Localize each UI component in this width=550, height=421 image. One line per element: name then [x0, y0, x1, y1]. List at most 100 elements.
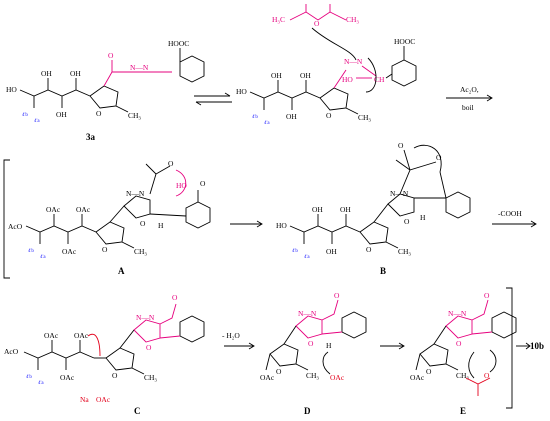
atom-oac: OAc [44, 331, 59, 340]
atom-o: O [484, 371, 490, 380]
intermediate-A: AcO OAc OAc OAc 4'b 4'a O CH₃ N—N O H O … [8, 159, 211, 276]
atom-na: Na [80, 395, 89, 404]
atom-ho: HO [236, 87, 247, 96]
intermediate-D: O CH₃ OAc N—N O H O OAc D [260, 291, 367, 416]
compound-3a: HO OH OH OH 4'b 4'a O CH₃ O N—N HOOC 3a [6, 39, 205, 142]
atom-o: O [456, 339, 462, 348]
atom-o-minus: O [398, 141, 404, 150]
atom-ho: HO [6, 85, 17, 94]
hydrazone-chain: N—N [126, 189, 145, 198]
atom-h: H [326, 341, 332, 350]
atom-oh: OH [300, 71, 311, 80]
atom-aco: AcO [8, 222, 23, 231]
stereo-label-4b: 4'b [292, 249, 298, 254]
methyl-label: CH₃ [134, 247, 147, 256]
stereo-label-4a: 4'a [264, 121, 270, 126]
atom-o: O [436, 153, 442, 162]
atom-o: O [314, 19, 320, 28]
atom-o: O [404, 217, 410, 226]
reagent-boil: boil [462, 103, 474, 112]
atom-hooc: HOOC [168, 39, 189, 48]
stereo-label-4b: 4'b [26, 375, 32, 380]
hydrazone-chain: N—N [448, 309, 467, 318]
reagent-water-loss: - H₂O [222, 331, 240, 340]
atom-ho: HO [176, 181, 187, 190]
atom-o: O [96, 109, 102, 118]
arrow-d-to-e [380, 342, 405, 350]
methyl-label: CH₃ [358, 113, 371, 122]
intermediate-C: AcO OAc OAc OAc 4'b 4'a O CH₃ N—N O O Na… [4, 293, 205, 416]
stereo-label-4b: 4'b [22, 113, 28, 118]
atom-ho: HO [276, 221, 287, 230]
label-B: B [380, 266, 386, 276]
atom-oh: OH [340, 205, 351, 214]
intermediate-E: O CH₃ OAc N—N O O O E [410, 291, 517, 416]
atom-hooc: HOOC [394, 37, 415, 46]
atom-oh: OH [312, 205, 323, 214]
atom-h: H [158, 221, 164, 230]
label-A: A [118, 266, 125, 276]
atom-o: O [146, 343, 152, 352]
stereo-label-4a: 4'a [40, 255, 46, 260]
atom-o: O [168, 159, 174, 168]
atom-o: O [366, 245, 372, 254]
hydrazone-chain: N—N [390, 189, 409, 198]
atom-oh: OH [326, 247, 337, 256]
bracket-right [506, 287, 513, 409]
atom-o: O [200, 179, 206, 188]
atom-h3c: H₃C [272, 15, 285, 24]
reagent-ac2o: Ac₂O, [460, 85, 479, 94]
atom-ch3: CH₃ [346, 15, 359, 24]
stereo-label-4b: 4'b [28, 249, 34, 254]
atom-oh: OH [286, 112, 297, 121]
reagent-cooh-loss: -COOH [498, 209, 522, 218]
atom-o: O [140, 219, 146, 228]
atom-oac: OAc [62, 247, 77, 256]
atom-oac: OAc [410, 373, 425, 382]
methyl-label: CH₃ [144, 373, 157, 382]
hydrazone-chain: N—N [298, 309, 317, 318]
atom-oac: OAc [330, 373, 345, 382]
arrow-a-to-b [230, 220, 263, 228]
label-10b: 10b [530, 341, 544, 351]
arrow-cooh: -COOH [492, 209, 537, 228]
hydrazone-chain: N—N [130, 63, 149, 72]
atom-oh: OH [271, 71, 282, 80]
arrow-c-to-d: - H₂O [222, 331, 255, 350]
atom-oac: OAc [260, 373, 275, 382]
methyl-label: CH₃ [306, 371, 319, 380]
hydrazone-chain: N—N [136, 313, 155, 322]
atom-ho-link: HO [342, 75, 353, 84]
methyl-label: CH₃ [456, 371, 469, 380]
atom-oac: OAc [46, 205, 61, 214]
atom-o: O [484, 291, 490, 300]
label-D: D [304, 406, 311, 416]
equilibrium-arrows [194, 92, 232, 106]
atom-oh: OH [41, 69, 52, 78]
stereo-label-4a: 4'a [304, 255, 310, 260]
stereo-label-4a: 4'a [34, 119, 40, 124]
atom-oh: OH [56, 110, 67, 119]
atom-oac: OAc [60, 373, 75, 382]
intermediate-B: HO OH OH OH 4'b 4'a O CH₃ N—N O H O O B [276, 141, 471, 276]
atom-o: O [172, 293, 178, 302]
atom-o: O [326, 111, 332, 120]
methyl-label: CH₃ [398, 247, 411, 256]
atom-oac: OAc [74, 331, 89, 340]
atom-aco: AcO [4, 347, 19, 356]
stereo-label-4a: 4'a [38, 381, 44, 386]
atom-oh: OH [70, 69, 81, 78]
atom-o: O [426, 367, 432, 376]
hydrazone-intermediate: HO OH OH OH 4'b 4'a O CH₃ N—N CH HO H₃C … [236, 4, 417, 126]
arrow-to-10b: 10b [516, 341, 544, 351]
atom-o: O [102, 245, 108, 254]
atom-o: O [334, 291, 340, 300]
stereo-label-4b: 4'b [252, 115, 258, 120]
atom-oac: OAc [76, 205, 91, 214]
atom-o: O [276, 367, 282, 376]
label-C: C [134, 406, 141, 416]
atom-o: O [108, 51, 114, 60]
atom-o: O [308, 339, 314, 348]
hydrazone-chain: N—N [344, 57, 363, 66]
